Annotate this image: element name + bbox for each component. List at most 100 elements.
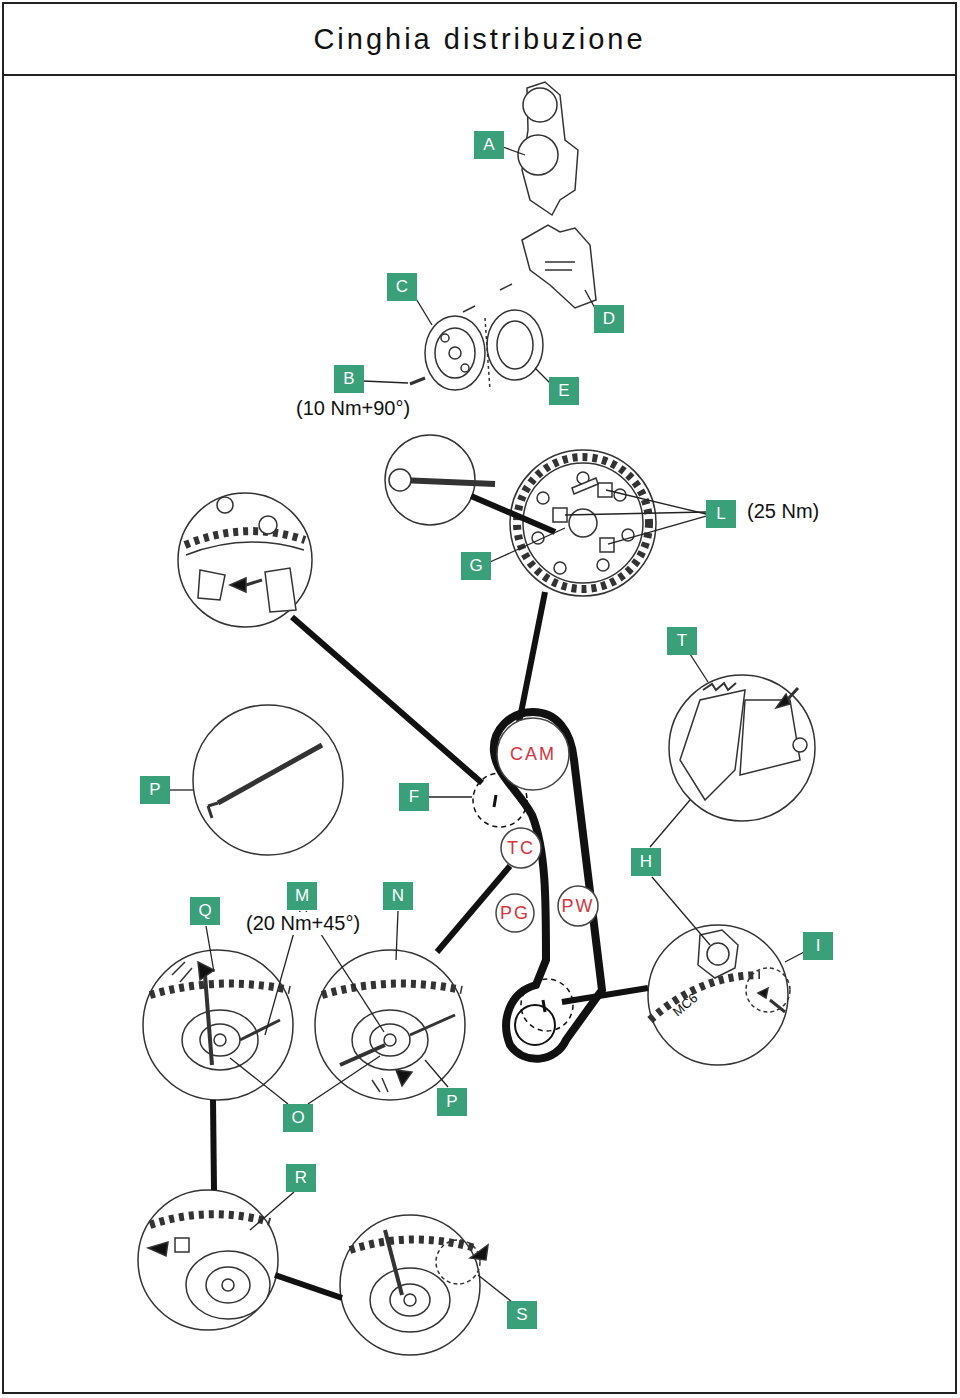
tensioner-check-magnifier-part (350, 1239, 475, 1250)
leader-lines-part (652, 877, 710, 945)
callout-letter: M (287, 882, 317, 910)
node-text: N (392, 886, 404, 906)
node-text: P (149, 780, 160, 800)
crank-pulley-part (410, 378, 425, 384)
node-text: C (396, 277, 408, 297)
belt-teeth-magnifier-part (740, 700, 800, 775)
torque-value: (10 Nm+90°) (294, 397, 412, 420)
callout-letter: A (474, 131, 504, 159)
crank-gear-magnifier-part (707, 943, 729, 965)
crank-pulley-part (435, 328, 475, 378)
tensioner-check-magnifier-part (404, 1294, 416, 1306)
tensioner-check-magnifier-part (222, 1279, 234, 1291)
pulley-outline (501, 828, 541, 868)
tensioner-magnifier-part (214, 1034, 226, 1046)
leader-lines-part (785, 952, 804, 962)
frame-part (3, 3, 956, 1393)
crank-gear-magnifier-part (758, 988, 768, 998)
gear-mark-magnifier-part (198, 570, 225, 600)
timing-cover-part (463, 306, 475, 312)
callout-letter: S (507, 1301, 537, 1329)
node-text: R (295, 1168, 307, 1188)
belt-teeth-magnifier-part (793, 738, 807, 752)
node-text: TC (507, 838, 535, 859)
title-bar: Cinghia distribuzione (3, 3, 956, 75)
leader-lines-part (503, 147, 525, 155)
crank-gear-magnifier (648, 925, 790, 1065)
pin-magnifier-part (400, 480, 495, 484)
tensioner-check-magnifier-part (148, 1242, 168, 1256)
node-text: H (640, 852, 652, 872)
crank-pulley-part (487, 310, 543, 380)
cam-gear-magnifier-part (553, 508, 567, 522)
pulley-circle: TC (500, 827, 542, 869)
node-text: M (295, 886, 309, 906)
belt-teeth-magnifier (669, 675, 815, 821)
crank-pulley-part (485, 318, 490, 390)
gear-mark-magnifier-part (259, 516, 277, 534)
magnifier-links-part (516, 592, 545, 738)
tensioner-magnifier-part (240, 1020, 280, 1040)
node-text: A (483, 135, 494, 155)
tensioner-magnifier-part (340, 1045, 385, 1065)
leader-lines-part (396, 911, 398, 960)
magnifier-links-part (562, 988, 648, 1002)
torque-value: (20 Nm+45°) (244, 912, 362, 935)
leader-lines-part (230, 1058, 288, 1104)
tensioner-magnifier (143, 950, 465, 1100)
timing-belt-part (521, 979, 573, 1031)
crank-pulley-part (497, 321, 533, 369)
tensioner-magnifier-part (200, 1024, 240, 1056)
torque-value: (25 Nm) (745, 500, 821, 523)
tensioner-magnifier-part (315, 950, 465, 1100)
leader-lines-part (606, 490, 706, 514)
callout-letter: G (461, 552, 491, 580)
callout-letter: R (286, 1164, 316, 1192)
node-text: E (558, 381, 569, 401)
node-text: P (446, 1092, 457, 1112)
node-text: O (291, 1108, 304, 1128)
frame (3, 3, 956, 1393)
leader-lines-part (206, 926, 214, 972)
cam-gear-magnifier-part (554, 562, 566, 574)
tensioner-check-magnifier-part (370, 1268, 450, 1332)
node-text: T (677, 631, 687, 651)
tensioner-check-magnifier-part (175, 1238, 189, 1252)
tensioner-magnifier-part (198, 962, 214, 980)
leader-lines-part (170, 789, 193, 790)
crank-gear-magnifier-part (648, 925, 788, 1065)
callout-letter: P (140, 776, 170, 804)
tensioner-magnifier-part (384, 1034, 396, 1046)
tool-magnifier-part (193, 705, 343, 855)
node-text: CAM (510, 744, 556, 765)
pulley-circle: PW (557, 885, 599, 927)
callout-letter: B (334, 365, 364, 393)
crank-gear-magnifier-part (650, 975, 760, 1020)
callout-letter: H (631, 848, 661, 876)
tensioner-magnifier-part (150, 984, 290, 995)
callout-letter: E (549, 377, 579, 405)
callout-letter: N (383, 882, 413, 910)
node-text: G (469, 556, 482, 576)
gear-mark-magnifier-part (178, 493, 312, 627)
crank-gear-magnifier-part (746, 968, 790, 1012)
crank-pulley-part (425, 316, 485, 390)
timing-cover-part (522, 225, 596, 308)
timing-belt-part (543, 1000, 545, 1012)
tensioner-magnifier-part (396, 1070, 412, 1086)
node-text: D (603, 309, 615, 329)
tensioner-check-magnifier-part (385, 1230, 402, 1295)
pin-magnifier-part (389, 469, 411, 491)
leader-lines-part (650, 800, 690, 847)
tensioner-magnifier-part (410, 1015, 455, 1035)
gear-mark-magnifier-part (217, 497, 233, 513)
callout-letter: I (803, 932, 833, 960)
tensioner-magnifier-part (322, 984, 462, 995)
tensioner-magnifier-part (370, 1024, 410, 1056)
crank-pulley-part (449, 347, 461, 359)
timing-belt-part (494, 795, 496, 807)
leader-lines-part (308, 1056, 380, 1104)
tensioner-magnifier-part (172, 962, 192, 982)
node-text: S (516, 1305, 527, 1325)
timing-cover (463, 82, 596, 312)
